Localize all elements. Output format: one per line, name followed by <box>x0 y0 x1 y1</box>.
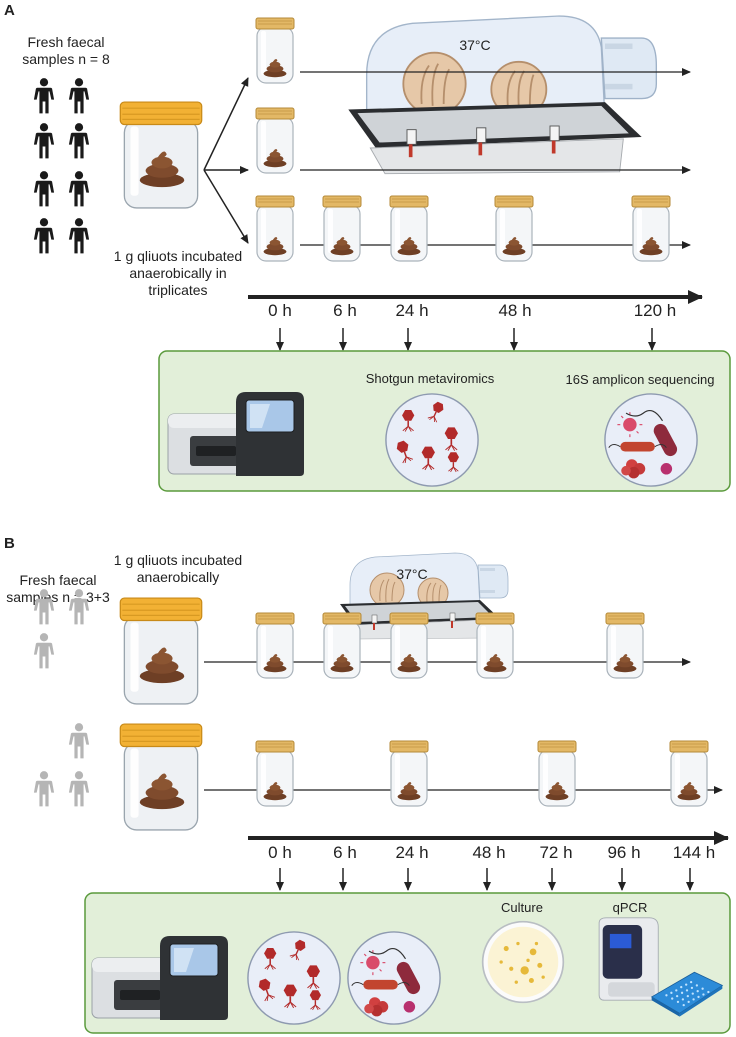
people-group-b <box>33 589 90 807</box>
sample-container-icon <box>120 598 201 704</box>
jar-icon <box>538 741 576 806</box>
samples-label-a-1: Fresh faecal <box>27 34 104 50</box>
incubation-label-a-2: anaerobically in <box>129 265 226 281</box>
jar-icon <box>495 196 533 261</box>
jar-icon <box>390 741 428 806</box>
chamber-temp-a: 37°C <box>459 37 490 53</box>
person-icon <box>33 123 55 159</box>
incubation-label-a-3: triplicates <box>148 282 207 298</box>
person-icon <box>68 218 90 254</box>
jar-icon <box>256 613 294 678</box>
samples-label-b-2: samples n = 3+3 <box>6 589 110 605</box>
timepoint-label: 48 h <box>472 843 505 862</box>
culture-label: Culture <box>501 900 543 915</box>
panel-a: A Fresh faecal samples n = 8 1 g qliuots… <box>4 2 731 492</box>
phage-icon <box>248 932 340 1024</box>
incubation-label-b-1: 1 g qliuots incubated <box>114 552 242 568</box>
timepoint-label: 120 h <box>634 301 677 320</box>
timepoint-label: 24 h <box>395 301 428 320</box>
person-icon <box>33 218 55 254</box>
timepoints-b: 0 h 6 h 24 h 48 h 72 h 96 h 144 h <box>268 843 715 862</box>
person-icon <box>68 771 90 807</box>
bacteria-icon <box>604 393 698 487</box>
person-icon <box>33 771 55 807</box>
timepoint-label: 48 h <box>498 301 531 320</box>
jar-icon <box>256 108 294 173</box>
incubation-label-b-2: anaerobically <box>137 569 220 585</box>
sample-container-icon <box>120 724 201 830</box>
jar-icon <box>390 613 428 678</box>
jar-icon <box>256 18 294 83</box>
sampling-arrows-a <box>276 328 656 351</box>
amplicon-label: 16S amplicon sequencing <box>566 372 715 387</box>
panel-a-letter: A <box>4 2 15 19</box>
jar-icon <box>670 741 708 806</box>
person-icon <box>33 171 55 207</box>
timepoint-label: 6 h <box>333 301 357 320</box>
sample-container-icon <box>120 102 201 208</box>
jar-icon <box>256 741 294 806</box>
timepoint-label: 0 h <box>268 843 292 862</box>
split-arrows-a <box>203 77 249 244</box>
anaerobic-chamber-icon <box>347 15 658 175</box>
timepoint-label: 6 h <box>333 843 357 862</box>
person-icon <box>68 171 90 207</box>
jar-icon <box>256 196 294 261</box>
panel-b: B 1 g qliuots incubated anaerobically Fr… <box>4 535 731 1034</box>
qpcr-machine-icon <box>598 917 659 1001</box>
chamber-temp-b: 37°C <box>396 566 427 582</box>
panel-b-letter: B <box>4 535 15 552</box>
person-icon <box>68 723 90 759</box>
person-icon <box>68 78 90 114</box>
bacteria-icon <box>347 931 441 1025</box>
timepoint-label: 96 h <box>607 843 640 862</box>
timepoint-label: 144 h <box>673 843 716 862</box>
samples-label-b-1: Fresh faecal <box>19 572 96 588</box>
jar-icon <box>323 196 361 261</box>
samples-label-a-2: samples n = 8 <box>22 51 110 67</box>
jar-icon <box>606 613 644 678</box>
person-icon <box>33 633 55 669</box>
shotgun-label: Shotgun metaviromics <box>366 371 495 386</box>
sampling-arrows-b <box>276 868 694 891</box>
incubation-label-a-1: 1 g qliuots incubated <box>114 248 242 264</box>
jar-icon <box>476 613 514 678</box>
timepoints-a: 0 h 6 h 24 h 48 h 120 h <box>268 301 676 320</box>
jar-icon <box>632 196 670 261</box>
timepoint-label: 0 h <box>268 301 292 320</box>
timepoint-label: 24 h <box>395 843 428 862</box>
person-icon <box>33 78 55 114</box>
qpcr-label: qPCR <box>613 900 648 915</box>
phage-icon <box>386 394 478 486</box>
petri-dish-icon <box>481 920 565 1004</box>
people-group-a <box>33 78 90 254</box>
timepoint-label: 72 h <box>539 843 572 862</box>
timeline-rows-a <box>300 68 691 249</box>
person-icon <box>68 123 90 159</box>
jar-icon <box>390 196 428 261</box>
jar-icon <box>323 613 361 678</box>
